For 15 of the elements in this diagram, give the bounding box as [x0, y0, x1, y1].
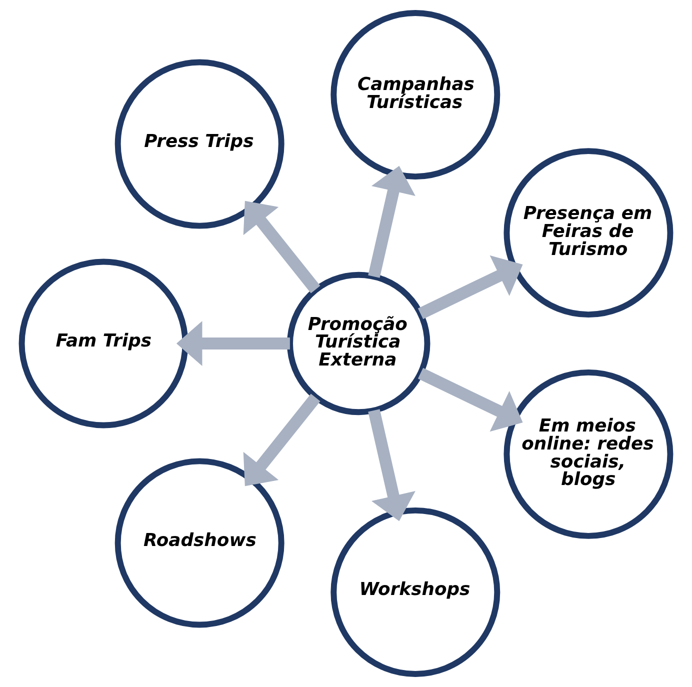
node-circle: Roadshows — [114, 458, 284, 628]
arrow — [243, 394, 320, 486]
node-circle: Press Trips — [114, 59, 284, 229]
arrow — [418, 368, 523, 432]
arrow — [176, 320, 290, 366]
arrow — [243, 200, 320, 294]
node-circle: Workshops — [330, 507, 500, 677]
node-circle: Fam Trips — [18, 258, 188, 428]
node-circle: Em meios online: redes sociais, blogs — [504, 369, 674, 539]
node-circle: Presença em Feiras de Turismo — [504, 148, 674, 318]
arrow — [368, 409, 416, 522]
node-circle: Campanhas Turísticas — [330, 10, 500, 180]
arrow — [368, 166, 416, 278]
arrow — [418, 255, 523, 320]
node-circle: Promoção Turística Externa — [287, 272, 430, 416]
